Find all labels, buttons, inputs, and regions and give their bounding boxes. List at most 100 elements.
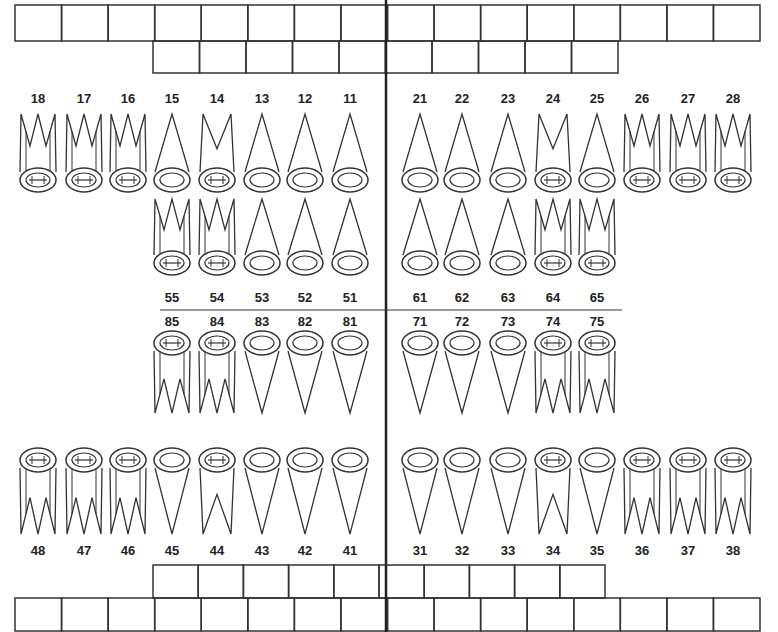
tooth-root [200,468,234,534]
tooth-root [491,114,525,172]
tooth-root [160,351,184,394]
tooth-root [630,468,654,514]
tooth-fissure [591,339,592,347]
tooth-surface [26,173,50,187]
tooth-surface [585,173,609,187]
chart-box [620,598,667,631]
chart-box [198,565,243,598]
tooth-fissure [648,176,649,184]
tooth-crown [535,448,571,472]
tooth-fissure [44,176,45,184]
tooth-crown [287,168,323,192]
tooth-surface [250,173,274,187]
tooth-fissure [32,456,33,464]
tooth-crown [154,251,190,275]
tooth-root [205,216,229,255]
tooth-surface [293,336,317,350]
tooth-root [624,114,660,172]
tooth-fissure [178,339,179,347]
tooth-crown [444,331,480,355]
tooth-root [580,114,614,172]
tooth-fissure [727,456,728,464]
tooth-number: 38 [726,544,740,558]
tooth-crown [244,331,280,355]
tooth-number: 85 [165,315,179,329]
tooth-root [26,468,50,514]
tooth-root [579,351,615,413]
tooth-root [154,199,190,255]
tooth-root [199,199,235,255]
tooth-surface [408,453,432,467]
tooth-number: 47 [77,544,91,558]
tooth-root [288,114,322,172]
tooth-surface [676,453,700,467]
tooth-root [491,199,525,255]
tooth-fissure [636,176,637,184]
chart-box [481,5,528,41]
chart-box [153,565,198,598]
chart-box [527,5,574,41]
tooth-root [579,199,615,255]
tooth-number: 22 [455,92,469,106]
tooth-fissure [122,456,123,464]
tooth-root [585,351,609,394]
tooth-fissure [78,176,79,184]
tooth-root [403,114,437,172]
tooth-root [536,468,570,534]
chart-box [525,41,572,73]
tooth-crown [199,251,235,275]
chart-box [155,598,202,631]
tooth-fissure [211,456,212,464]
chart-box [434,5,481,41]
tooth-root [585,216,609,255]
tooth-surface [205,453,229,467]
tooth-root [445,199,479,255]
tooth-number: 81 [343,315,357,329]
chart-box [667,5,714,41]
tooth-crown [66,168,102,192]
tooth-root [205,351,229,394]
tooth-fissure [44,456,45,464]
tooth-root [715,114,751,172]
tooth-number: 41 [343,544,357,558]
tooth-crown [66,448,102,472]
tooth-surface [26,453,50,467]
tooth-surface [250,453,274,467]
chart-box [201,5,248,41]
tooth-root [154,351,190,413]
tooth-fissure [559,456,560,464]
tooth-surface [541,256,565,270]
tooth-surface [541,453,565,467]
tooth-surface [160,173,184,187]
tooth-number: 26 [635,92,649,106]
tooth-crown [444,251,480,275]
tooth-crown [154,448,190,472]
tooth-fissure [591,259,592,267]
tooth-surface [450,256,474,270]
tooth-fissure [559,176,560,184]
tooth-surface [585,336,609,350]
tooth-crown [199,331,235,355]
tooth-root [630,131,654,172]
tooth-root [445,114,479,172]
tooth-crown [332,331,368,355]
chart-box [108,5,155,41]
tooth-fissure [223,456,224,464]
chart-box [432,41,479,73]
tooth-number: 24 [546,92,560,106]
tooth-surface [630,173,654,187]
tooth-surface [293,173,317,187]
tooth-root [670,114,706,172]
chart-box [243,565,288,598]
tooth-number: 52 [298,291,312,305]
tooth-root [26,131,50,172]
tooth-root [676,468,700,514]
tooth-crown [579,168,615,192]
tooth-root [116,131,140,172]
tooth-surface [338,336,362,350]
tooth-number: 28 [726,92,740,106]
tooth-number: 74 [546,315,560,329]
tooth-root [245,351,279,413]
tooth-root [541,216,565,255]
tooth-number: 44 [210,544,224,558]
